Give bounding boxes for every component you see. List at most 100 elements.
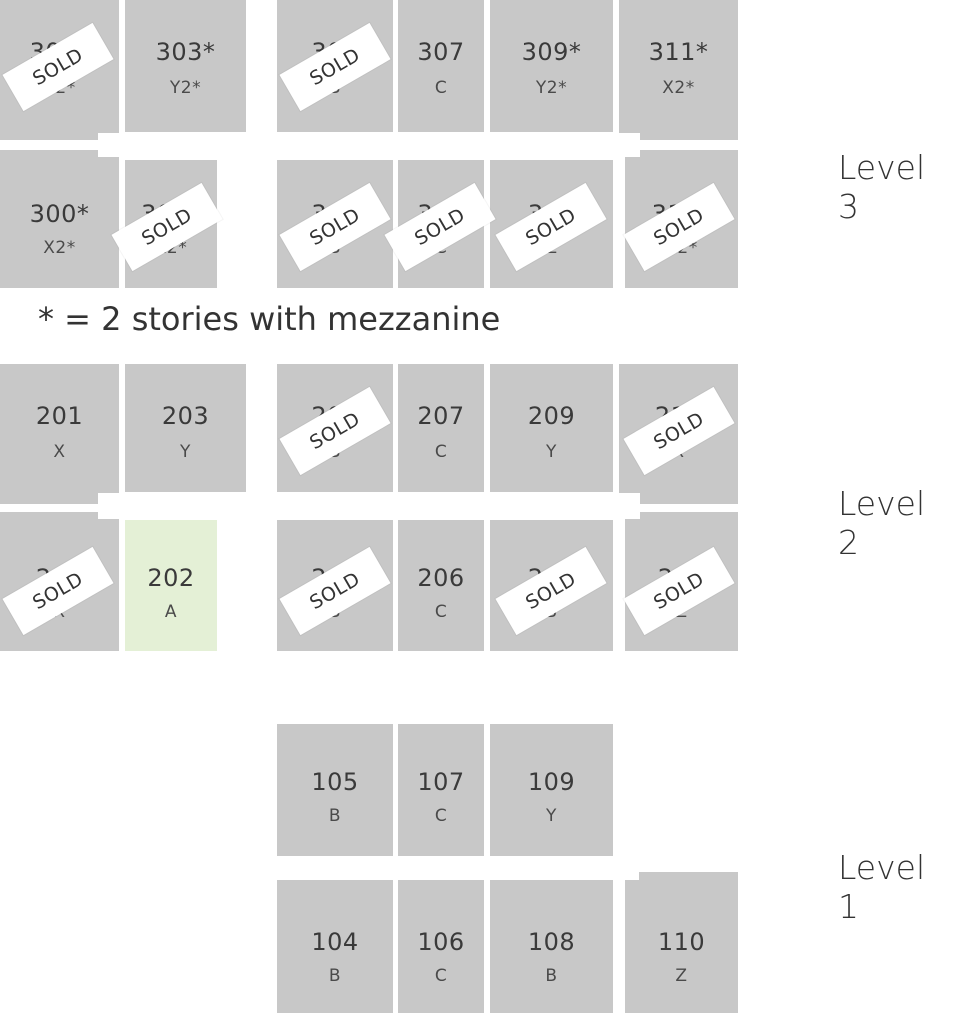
unit-type: B [328,238,342,258]
unit-210[interactable]: 210 Z [625,512,738,651]
unit-305[interactable]: 305 B [277,0,393,132]
unit-105[interactable]: 105 B [277,724,393,856]
unit-number: 302* [141,200,201,228]
unit-type: X [53,602,66,622]
unit-type: C [434,78,448,98]
unit-number: 105 [311,768,359,796]
unit-type: C [434,806,448,826]
corridor [98,493,640,519]
unit-number: 109 [527,768,576,796]
unit-number: 200 [35,564,84,592]
unit-number: 307 [417,38,465,66]
unit-number: 311* [648,38,709,66]
unit-type: Z [675,966,688,986]
unit-number: 203 [161,402,210,430]
unit-309[interactable]: 309* Y2* [490,0,613,132]
unit-306[interactable]: 306 C [398,160,484,288]
unit-type: C [434,238,448,258]
unit-number: 104 [311,928,359,956]
unit-type: X2* [662,78,695,98]
unit-type: C [434,966,448,986]
unit-number: 211 [654,402,703,430]
unit-number: 204 [311,564,359,592]
level-3-label: Level 3 [838,148,926,226]
unit-308[interactable]: 308 Z [490,160,613,288]
unit-type: B [328,78,342,98]
unit-number: 209 [527,402,576,430]
unit-211[interactable]: 211 X [619,364,738,504]
unit-number: 208 [527,564,576,592]
unit-type: X2* [43,238,76,258]
unit-type: B [328,806,342,826]
unit-number: 206 [417,564,465,592]
unit-number: 107 [417,768,465,796]
unit-type: Y2* [169,78,202,98]
unit-number: 110 [657,928,706,956]
unit-number: 305 [311,38,359,66]
unit-type: C [434,602,448,622]
unit-type: B [328,966,342,986]
unit-202[interactable]: 202 A [125,520,217,651]
unit-number: 306 [417,200,465,228]
unit-type: X [672,442,685,462]
unit-type: Z [675,602,688,622]
unit-209[interactable]: 209 Y [490,364,613,492]
unit-type: B [545,602,558,622]
unit-type: X2* [665,238,698,258]
unit-number: 106 [417,928,465,956]
unit-type: Y [546,806,557,826]
unit-number: 303* [155,38,216,66]
unit-number: 108 [527,928,576,956]
level-1-label: Level 1 [838,848,926,926]
unit-type: Y [546,442,557,462]
unit-number: 304 [311,200,359,228]
unit-205[interactable]: 205 B [277,364,393,492]
unit-number: 310* [651,200,712,228]
unit-203[interactable]: 203 Y [125,364,246,492]
unit-301[interactable]: 301* X2* [0,0,119,140]
unit-108[interactable]: 108 B [490,880,613,1013]
unit-307[interactable]: 307 C [398,0,484,132]
level-2-label: Level 2 [838,484,926,562]
unit-type: B [545,966,558,986]
unit-type: B [328,602,342,622]
unit-207[interactable]: 207 C [398,364,484,492]
corridor [98,133,640,157]
unit-300[interactable]: 300* X2* [0,150,119,288]
unit-104[interactable]: 104 B [277,880,393,1013]
unit-number: 308 [527,200,576,228]
unit-304[interactable]: 304 B [277,160,393,288]
unit-type: X2* [43,78,76,98]
unit-109[interactable]: 109 Y [490,724,613,856]
unit-number: 207 [417,402,465,430]
unit-201[interactable]: 201 X [0,364,119,504]
unit-number: 205 [311,402,359,430]
unit-type: X [53,442,66,462]
unit-302[interactable]: 302* X2* [125,160,217,288]
unit-number: 301* [29,38,90,66]
unit-number: 202 [147,564,195,592]
unit-type: X2* [154,238,188,258]
unit-204[interactable]: 204 B [277,520,393,651]
unit-107[interactable]: 107 C [398,724,484,856]
unit-303[interactable]: 303* Y2* [125,0,246,132]
unit-type: A [164,602,178,622]
unit-type: Z [545,238,558,258]
unit-206[interactable]: 206 C [398,520,484,651]
unit-number: 309* [521,38,582,66]
unit-number: 201 [35,402,84,430]
footnote: * = 2 stories with mezzanine [38,300,501,338]
unit-106[interactable]: 106 C [398,880,484,1013]
unit-type: Y [180,442,191,462]
unit-number: 210 [657,564,706,592]
unit-type: Y2* [535,78,568,98]
corridor [613,857,639,880]
unit-type: C [434,442,448,462]
unit-311[interactable]: 311* X2* [619,0,738,140]
unit-number: 300* [29,200,90,228]
unit-type: B [328,442,342,462]
unit-200[interactable]: 200 X [0,512,119,651]
unit-208[interactable]: 208 B [490,520,613,651]
unit-310[interactable]: 310* X2* [625,150,738,288]
unit-110[interactable]: 110 Z [625,872,738,1013]
